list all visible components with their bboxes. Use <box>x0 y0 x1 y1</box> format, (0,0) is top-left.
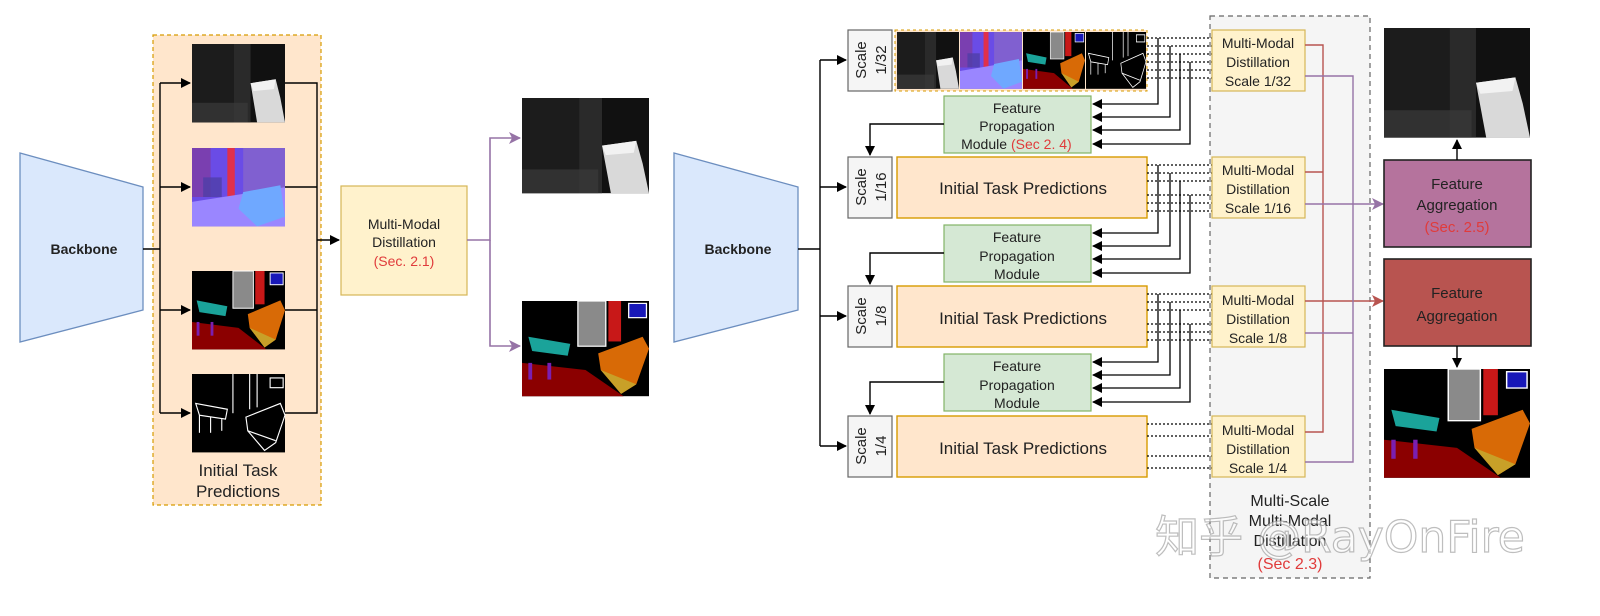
scale-box-1-32: Scale 1/32 <box>847 29 893 92</box>
msmd-label-1: Multi-Scale <box>1250 493 1329 510</box>
left-images-to-mmd-connectors <box>285 82 340 414</box>
left-diagram: Backbone Initial Task Predictions <box>19 34 650 506</box>
fpm-1: Feature Propagation Module (Sec 2. 4) <box>943 95 1092 154</box>
right-backbone-label: Backbone <box>705 241 772 257</box>
mmd-1-8-l3: Scale 1/8 <box>1229 330 1288 346</box>
strip-seg-image <box>1022 31 1086 90</box>
watermark-text: 知乎 @RayOnFire <box>1155 512 1525 563</box>
fpm-1-l2: Propagation <box>979 118 1055 134</box>
left-mmd-label-2: Distillation <box>372 234 436 250</box>
scale-1-16-l1: Scale <box>853 168 870 206</box>
scale-1-8-l2: 1/8 <box>873 306 890 327</box>
feature-aggregation-1: Feature Aggregation (Sec. 2.5) <box>1383 159 1532 248</box>
mmd-scale-1-16: Multi-Modal Distillation Scale 1/16 <box>1211 156 1306 219</box>
right-final-seg-output <box>1383 368 1531 479</box>
agg-2-l1: Feature <box>1431 285 1483 302</box>
left-final-seg-output <box>521 300 650 397</box>
fpm-2: Feature Propagation Module <box>943 224 1092 283</box>
segmentation-prediction-image <box>191 270 286 350</box>
initial-preds-1-4-label: Initial Task Predictions <box>939 439 1107 458</box>
fpm-2-l2: Propagation <box>979 248 1055 264</box>
mmd-1-16-l3: Scale 1/16 <box>1225 200 1291 216</box>
left-mmd-ref: (Sec. 2.1) <box>374 253 435 269</box>
mmd-scale-1-32: Multi-Modal Distillation Scale 1/32 <box>1211 29 1306 92</box>
scale-1-8-l1: Scale <box>853 297 870 335</box>
agg-1-l2: Aggregation <box>1417 197 1498 214</box>
depth-prediction-image <box>192 44 285 123</box>
left-mmd-box: Multi-Modal Distillation (Sec. 2.1) <box>340 185 468 296</box>
scale-1-32-l2: 1/32 <box>873 45 890 74</box>
fpm-3-l3: Module <box>994 395 1040 411</box>
msmd-label-3: Distillation <box>1254 533 1327 550</box>
mmd-1-16-l1: Multi-Modal <box>1222 162 1294 178</box>
fpm-3-l2: Propagation <box>979 377 1055 393</box>
fpm-2-l3: Module <box>994 266 1040 282</box>
mmd-1-16-l2: Distillation <box>1226 181 1290 197</box>
mmd-1-8-l2: Distillation <box>1226 311 1290 327</box>
right-backbone: Backbone <box>673 152 799 343</box>
msmd-label-2: Multi-Modal <box>1249 513 1332 530</box>
strip-normal-image <box>960 32 1022 89</box>
mmd-1-4-l1: Multi-Modal <box>1222 422 1294 438</box>
right-backbone-connectors <box>798 55 847 451</box>
purple-aggregation-bus <box>1305 75 1384 463</box>
mmd-1-4-l3: Scale 1/4 <box>1229 460 1288 476</box>
left-final-depth-output <box>522 98 649 194</box>
feature-aggregation-2: Feature Aggregation <box>1383 258 1532 347</box>
strip-edge-image <box>1085 31 1147 90</box>
left-mmd-shape <box>340 185 468 296</box>
fpm-3-l1: Feature <box>993 358 1041 374</box>
fpm-2-l1: Feature <box>993 229 1041 245</box>
scale-1-32-l1: Scale <box>853 41 870 79</box>
edge-prediction-image <box>191 373 286 453</box>
scale-1-4-l2: 1/4 <box>873 436 890 457</box>
initial-preds-1-8: Initial Task Predictions <box>896 285 1148 348</box>
left-predictions-label-1: Initial Task <box>198 461 278 480</box>
mmd-1-32-l2: Distillation <box>1226 54 1290 70</box>
left-mmd-label-1: Multi-Modal <box>368 216 440 232</box>
scale-box-1-16: Scale 1/16 <box>847 156 893 219</box>
msmd-ref: (Sec 2.3) <box>1258 556 1323 573</box>
fpm-3: Feature Propagation Module <box>943 353 1092 412</box>
mmd-scale-1-8: Multi-Modal Distillation Scale 1/8 <box>1211 285 1306 348</box>
left-backbone-label: Backbone <box>51 241 118 257</box>
agg-2-l2: Aggregation <box>1417 308 1498 325</box>
initial-preds-1-16-label: Initial Task Predictions <box>939 179 1107 198</box>
initial-preds-1-16: Initial Task Predictions <box>896 156 1148 219</box>
mmd-scale-1-4: Multi-Modal Distillation Scale 1/4 <box>1211 415 1306 478</box>
scale-1-16-l2: 1/16 <box>873 172 890 201</box>
fpm-1-ref: (Sec 2. 4) <box>1011 136 1072 152</box>
left-backbone: Backbone <box>19 152 144 343</box>
initial-preds-1-4: Initial Task Predictions <box>896 415 1148 478</box>
agg-1-ref: (Sec. 2.5) <box>1424 219 1489 236</box>
strip-depth-image <box>897 32 959 89</box>
left-backbone-connectors <box>143 78 191 418</box>
normal-prediction-image <box>192 148 285 227</box>
fpm-input-connectors <box>1092 38 1191 407</box>
scale-box-1-4: Scale 1/4 <box>847 415 893 478</box>
scale-1-32-prediction-strip <box>894 29 1148 92</box>
fpm-output-arrows <box>865 123 944 415</box>
scale-1-4-l1: Scale <box>853 427 870 465</box>
agg-1-l1: Feature <box>1431 176 1483 193</box>
fpm-1-l1: Feature <box>993 100 1041 116</box>
right-backbone-shape <box>673 152 799 343</box>
mmd-1-32-l1: Multi-Modal <box>1222 35 1294 51</box>
initial-preds-1-8-label: Initial Task Predictions <box>939 309 1107 328</box>
mmd-1-32-l3: Scale 1/32 <box>1225 73 1291 89</box>
mmd-1-8-l1: Multi-Modal <box>1222 292 1294 308</box>
left-backbone-shape <box>19 152 144 343</box>
left-predictions-label-2: Predictions <box>196 482 280 501</box>
right-diagram: Backbone Multi-Scale Multi-Modal Distill… <box>673 15 1532 579</box>
red-aggregation-bus <box>1305 44 1384 433</box>
mmd-1-4-l2: Distillation <box>1226 441 1290 457</box>
fpm-1-l3: Module <box>961 136 1007 152</box>
right-final-depth-output <box>1384 28 1530 138</box>
left-output-arrows <box>467 132 521 352</box>
scale-box-1-8: Scale 1/8 <box>847 285 893 348</box>
